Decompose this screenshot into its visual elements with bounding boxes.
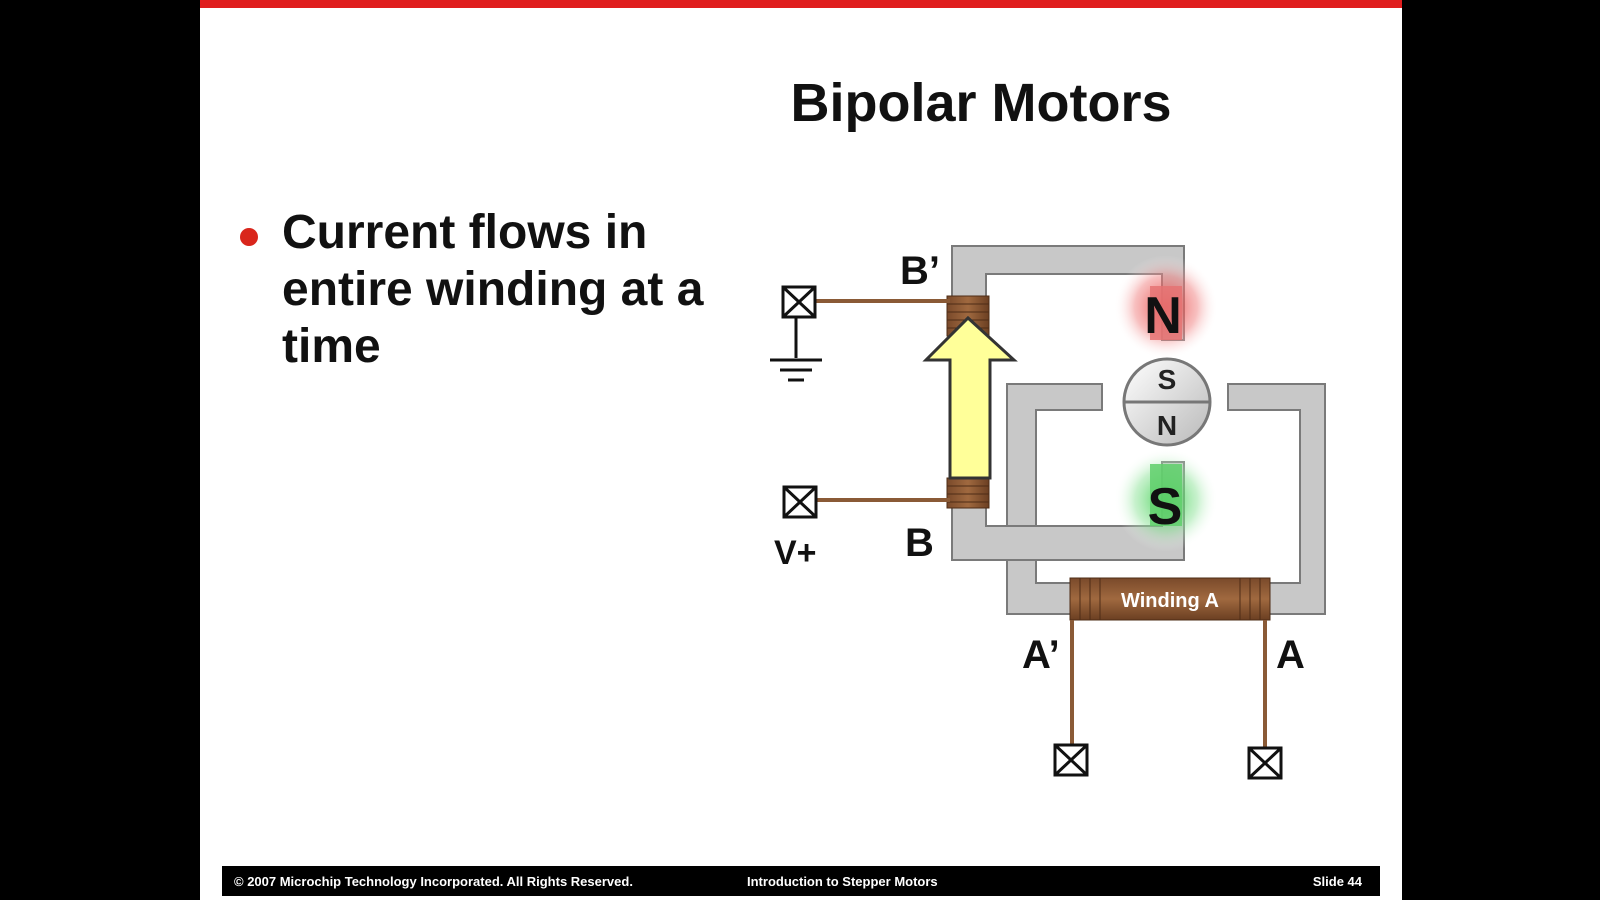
terminal-a-icon xyxy=(1247,746,1283,780)
terminal-b-prime-icon xyxy=(781,285,817,319)
current-arrow xyxy=(922,315,1018,480)
winding-a-coil xyxy=(1069,577,1271,621)
slide-title: Bipolar Motors xyxy=(790,73,1172,133)
footer-slide-number: Slide 44 xyxy=(1312,874,1362,889)
slide: Bipolar Motors Current flows in entire w… xyxy=(200,0,1402,900)
rotor-bottom-label: N xyxy=(1157,410,1177,441)
north-pole-face xyxy=(1150,286,1182,340)
terminal-b-icon xyxy=(782,485,818,519)
label-b-prime: B’ xyxy=(900,249,940,293)
bullet-icon xyxy=(240,228,258,246)
ground-icon xyxy=(770,317,822,382)
slide-footer: © 2007 Microchip Technology Incorporated… xyxy=(222,866,1380,896)
label-v-plus: V+ xyxy=(774,534,817,572)
rotor: S N xyxy=(1122,357,1212,447)
terminal-icon xyxy=(781,285,1283,780)
rotor-top-label: S xyxy=(1158,364,1177,395)
top-accent-bar xyxy=(200,0,1402,8)
footer-course-title: Introduction to Stepper Motors xyxy=(747,874,938,889)
winding-a-label: Winding A xyxy=(1121,590,1219,612)
wires xyxy=(815,299,1267,748)
winding-a-turns xyxy=(1079,578,1261,620)
label-a: A xyxy=(1276,633,1305,677)
label-a-prime: A’ xyxy=(1022,633,1060,677)
footer-copyright: © 2007 Microchip Technology Incorporated… xyxy=(234,874,633,889)
bullet-text: Current flows in entire winding at a tim… xyxy=(282,206,704,373)
south-pole-label: S xyxy=(1148,478,1183,536)
winding-b-coil-bottom xyxy=(946,477,990,509)
label-b: B xyxy=(905,521,934,565)
stepper-motor-diagram: N S S N Winding A xyxy=(770,245,1326,780)
north-pole-label: N xyxy=(1144,287,1182,345)
terminal-a-prime-icon xyxy=(1053,743,1089,777)
core-a xyxy=(1006,383,1326,615)
core-a-stator xyxy=(1006,383,1326,615)
south-pole-face xyxy=(1150,464,1182,526)
